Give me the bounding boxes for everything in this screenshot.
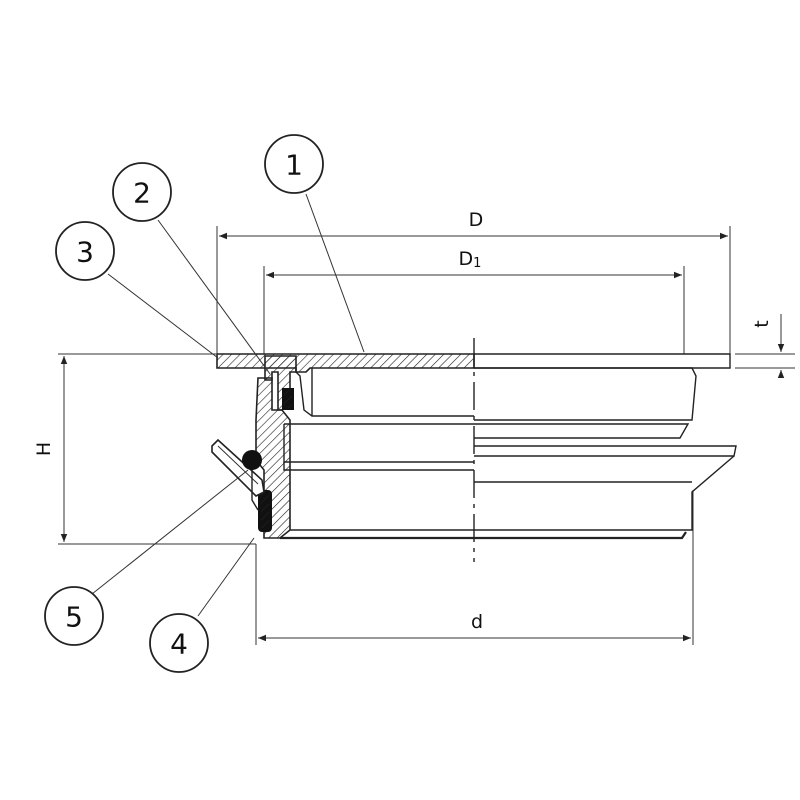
callout-label-4: 4 <box>170 628 188 661</box>
inner-cup-right <box>474 367 697 421</box>
callout-label-5: 5 <box>65 601 83 634</box>
dimension-label-h: H <box>33 442 55 456</box>
step-right <box>474 423 690 439</box>
clamp-leaf <box>211 438 265 497</box>
pipe-top-edge <box>474 445 737 457</box>
clamp-ball <box>242 450 262 470</box>
dimension-label-d-pipe: d <box>471 611 483 633</box>
drain-body <box>211 353 737 540</box>
leader-lines <box>91 193 365 617</box>
clamp-link <box>251 470 259 511</box>
dimension-d: D <box>216 209 731 354</box>
callout-label-3: 3 <box>76 236 94 269</box>
dimension-label-d: D <box>469 209 484 231</box>
callout-label-1: 1 <box>285 149 303 182</box>
leader-5 <box>91 469 249 595</box>
callout-1: 1 <box>264 134 324 194</box>
dimension-label-t: t <box>751 320 773 327</box>
dimension-d-pipe: d <box>255 490 694 645</box>
pipe-inner-left-top <box>283 462 474 471</box>
inner-cup-left <box>295 371 474 417</box>
top-flange-right <box>474 353 731 369</box>
callout-5: 5 <box>44 586 104 646</box>
dimension-t: t <box>735 314 795 378</box>
callout-label-2: 2 <box>133 177 151 210</box>
callout-2: 2 <box>112 162 172 222</box>
leader-1 <box>305 193 365 353</box>
lower-gasket-hatch <box>261 494 269 528</box>
dimension-label-d1: D1 <box>459 248 482 271</box>
dimension-h: H <box>33 353 256 545</box>
callout-4: 4 <box>149 613 209 673</box>
leader-4 <box>197 537 255 617</box>
bottom-edge <box>280 531 687 540</box>
step-left <box>283 424 474 463</box>
leader-2 <box>157 219 271 375</box>
pipe-right <box>474 455 735 531</box>
leader-3 <box>107 273 219 359</box>
top-flange-section <box>216 353 475 373</box>
upper-gasket-hatch <box>284 390 292 408</box>
callout-3: 3 <box>55 221 115 281</box>
